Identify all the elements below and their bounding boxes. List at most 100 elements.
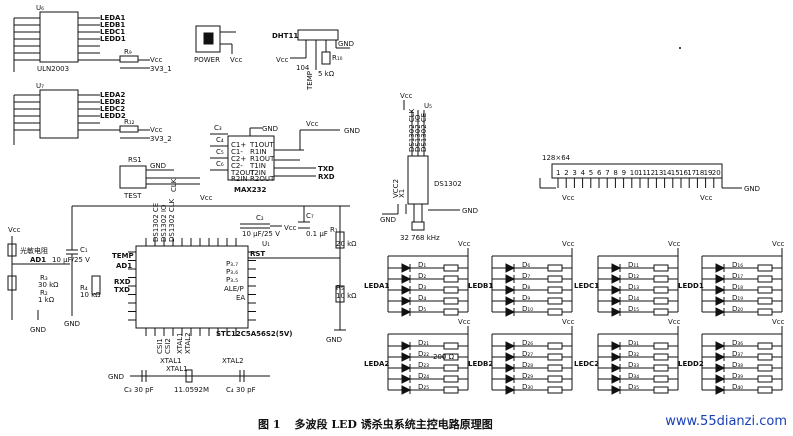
uln-top-out-1: LEDA1	[100, 14, 125, 22]
led-diode-label: D₃	[418, 283, 426, 291]
led-diode-label: D₁	[418, 261, 426, 269]
power-body	[195, 25, 221, 53]
led-resistor-icon	[547, 353, 563, 361]
led-diode-label: D₁₂	[628, 272, 639, 280]
led-resistor-icon	[653, 353, 669, 361]
sensor-r2: R₂	[40, 289, 48, 297]
led-diode-label: D₂₁	[418, 339, 429, 347]
mcu-left-ad1: AD1	[116, 262, 132, 270]
mcu-net-clk-top: CLK	[170, 178, 178, 192]
led-resistor-icon	[547, 275, 563, 283]
led-group-label: LEDA1	[364, 282, 389, 290]
led-diode-icon	[715, 363, 726, 373]
led-diode-icon	[611, 285, 622, 295]
led-resistor-icon	[653, 264, 669, 272]
uln2003-bottom: U₇ LEDA2 LEDB2 LEDC2 LEDD2 R₁₂ Vᴄᴄ 3V3_2	[13, 82, 172, 145]
dht-resistor-label: R₁₀	[332, 54, 343, 62]
led-diode-label: D₁₁	[628, 261, 639, 269]
led-resistor-icon	[757, 275, 773, 283]
uln-top-input-lines	[13, 17, 40, 72]
led-diode-label: D₈	[522, 283, 530, 291]
uln-top-output-lines	[78, 17, 120, 61]
dht-resistor-icon	[321, 51, 331, 65]
power-jack-icon	[203, 32, 214, 45]
led-resistor-icon	[653, 275, 669, 283]
led-diode-icon	[505, 296, 516, 306]
watermark: www.55dianzi.com	[665, 414, 787, 429]
crystal-gnd: GND	[108, 373, 124, 381]
mcu-bottom-xtal1: XTAL1	[176, 332, 184, 354]
crystal-net2: XTAL2	[222, 357, 244, 365]
led-diode-label: D₂₄	[418, 372, 429, 380]
crystal-net1: XTAL1	[160, 357, 182, 365]
led-diode-label: D₃₁	[628, 339, 639, 347]
sensor-net: AD1	[30, 256, 46, 264]
led-diode-label: D₅	[418, 305, 426, 313]
led-resistor-icon	[547, 264, 563, 272]
led-resistor-icon	[547, 308, 563, 316]
led-diode-icon	[715, 263, 726, 273]
max232-pin-r6: R2OUT	[250, 175, 275, 183]
led-diode-icon	[715, 274, 726, 284]
lcd-pin-number: 9	[622, 169, 626, 177]
dht-label: DHT11	[272, 32, 298, 40]
led-vcc: Vᴄᴄ	[772, 240, 785, 248]
led-diode-label: D₁₄	[628, 294, 639, 302]
mcu-net-clk: DS1302 CLK	[168, 198, 176, 242]
power-label: POWER	[194, 56, 220, 64]
uln-top-body	[39, 11, 79, 63]
ds1302-net-io: DS1302 IO	[414, 114, 422, 152]
led-diode-label: D₃₃	[628, 361, 639, 369]
mcu-pins-left	[128, 251, 136, 321]
led-resistor-icon	[653, 297, 669, 305]
lcd-pin-number: 15	[671, 169, 680, 177]
power-vcc: Vᴄᴄ	[230, 56, 243, 64]
led-diode-label: D₂₈	[522, 361, 533, 369]
led-arrays: VᴄᴄD₁D₂D₃D₄D₅LEDA1VᴄᴄD₆D₇D₈D₉D₁₀LEDB1Vᴄᴄ…	[364, 240, 785, 395]
max232-pin-r2: R1IN	[250, 148, 267, 156]
mcu-c2-value: 10 μF/25 V	[242, 230, 280, 238]
mcu-vcc-mid: Vᴄᴄ	[284, 224, 297, 232]
led-vcc: Vᴄᴄ	[772, 318, 785, 326]
ds1302-part: DS1302	[434, 180, 462, 188]
dht-temp: TEMP	[306, 71, 314, 91]
test-gnd: GND	[150, 162, 166, 170]
lcd-vcc-right: Vᴄᴄ	[700, 194, 713, 202]
mcu-c1: C₁	[80, 246, 88, 254]
led-resistor-icon	[443, 353, 459, 361]
test-ref: RS1	[128, 156, 142, 164]
led-diode-icon	[401, 374, 412, 384]
crystal-cap-right: 30 pF	[236, 386, 256, 394]
uln-bottom-output-lines	[78, 94, 120, 131]
mcu-right-p37: P₃.₇	[226, 260, 238, 268]
max232-part: MAX232	[234, 186, 267, 194]
lcd-vcc-left: Vᴄᴄ	[562, 194, 575, 202]
dht11-sensor: DHT11 GND Vᴄᴄ 104 R₁₀ 5 kΩ TEMP	[272, 29, 354, 91]
light-sensor-circuit: Vᴄᴄ 光敏电阻 AD1 R₃ 30 kΩ R₂ 1 kΩ GND	[7, 226, 70, 334]
uln-top-ref: U₆	[36, 4, 44, 12]
mcu-ref: U₁	[262, 240, 270, 248]
led-resistor-icon	[757, 297, 773, 305]
ds1302-net-ce: DS1302 CE	[420, 113, 428, 152]
sensor-label: 光敏电阻	[20, 246, 48, 255]
led-resistor-icon	[443, 342, 459, 350]
dht-vcc: Vᴄᴄ	[276, 56, 289, 64]
led-resistor-icon	[547, 375, 563, 383]
ds1302-net-clk: DS1302 CLK	[408, 108, 416, 152]
led-diode-icon	[505, 263, 516, 273]
max232-c6: C₆	[216, 160, 224, 168]
led-resistor-icon	[547, 386, 563, 394]
led-diode-icon	[611, 274, 622, 284]
max232-txd: TXD	[318, 165, 334, 173]
led-diode-icon	[611, 352, 622, 362]
sensor-r2-value: 1 kΩ	[38, 296, 55, 304]
uln-bottom-out-1: LEDA2	[100, 91, 125, 99]
led-diode-icon	[715, 285, 726, 295]
ds1302-vcc: Vᴄᴄ	[400, 92, 413, 100]
led-diode-label: D₁₅	[628, 305, 639, 313]
